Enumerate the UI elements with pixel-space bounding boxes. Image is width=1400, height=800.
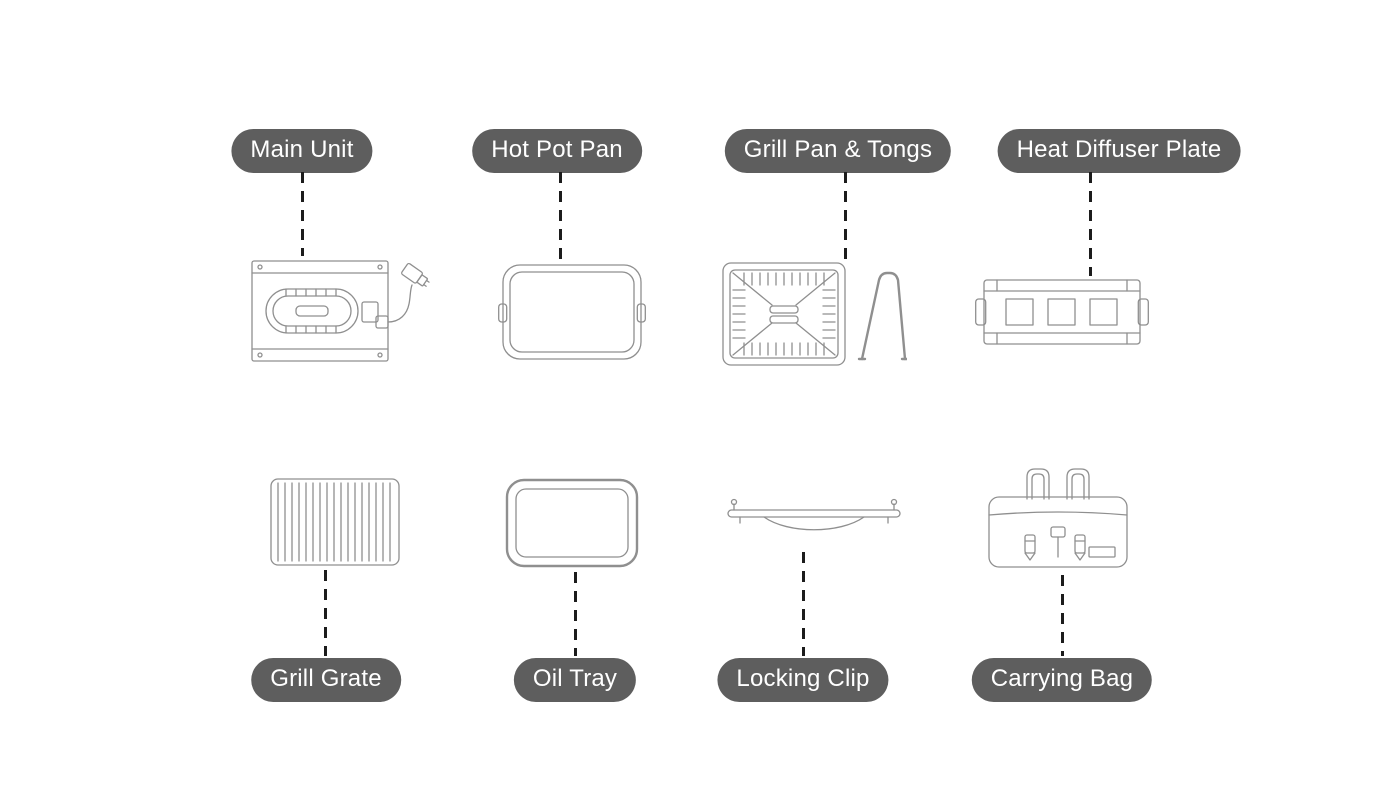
grill-grate-drawing xyxy=(270,478,400,566)
connector-main-unit xyxy=(301,172,304,256)
carrying-bag-drawing xyxy=(988,468,1128,568)
label-grill-pan-tongs: Grill Pan & Tongs xyxy=(724,129,952,173)
main-unit-drawing xyxy=(251,260,430,362)
label-grill-grate: Grill Grate xyxy=(251,658,401,702)
label-oil-tray: Oil Tray xyxy=(513,658,637,702)
label-locking-clip: Locking Clip xyxy=(717,658,889,702)
label-heat-diffuser-plate: Heat Diffuser Plate xyxy=(997,129,1241,173)
connector-grill-grate xyxy=(324,570,327,656)
connector-carrying-bag xyxy=(1061,575,1064,656)
connector-hot-pot-pan xyxy=(559,172,562,260)
connector-heat-diffuser-plate xyxy=(1089,172,1092,276)
grill-pan-tongs-drawing xyxy=(722,262,907,366)
heat-diffuser-plate-drawing xyxy=(975,279,1149,345)
connector-grill-pan-tongs xyxy=(844,172,847,260)
hot-pot-pan-drawing xyxy=(498,264,646,360)
oil-tray-drawing xyxy=(505,478,639,568)
connector-oil-tray xyxy=(574,572,577,656)
label-hot-pot-pan: Hot Pot Pan xyxy=(472,129,642,173)
label-main-unit: Main Unit xyxy=(231,129,373,173)
locking-clip-drawing xyxy=(727,498,901,531)
connector-locking-clip xyxy=(802,552,805,656)
label-carrying-bag: Carrying Bag xyxy=(971,658,1153,702)
